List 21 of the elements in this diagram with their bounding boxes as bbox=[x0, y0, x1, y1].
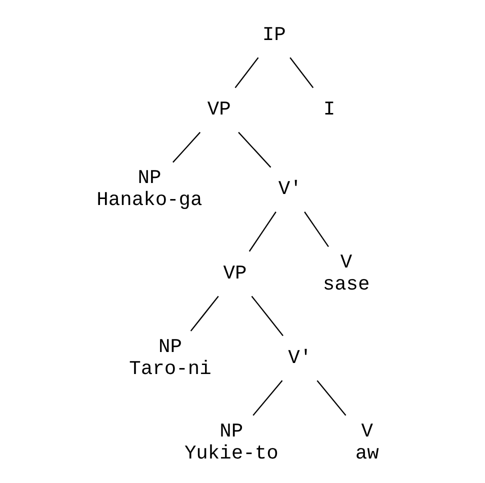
connector bbox=[248, 212, 276, 252]
connector bbox=[304, 212, 328, 248]
node-text: IP bbox=[262, 24, 286, 46]
node-text: NP Taro-ni bbox=[128, 336, 211, 380]
node-text: VP bbox=[222, 262, 246, 285]
node-text: NP Hanako-ga bbox=[96, 167, 202, 212]
connector bbox=[234, 57, 258, 88]
node-text: VP bbox=[206, 98, 230, 121]
node-text: I bbox=[322, 98, 335, 121]
node-text: V aw bbox=[354, 420, 378, 464]
node-text: NP Yukie-to bbox=[184, 420, 278, 464]
connector bbox=[172, 132, 200, 163]
connector bbox=[316, 380, 346, 416]
node-text: V sase bbox=[322, 252, 370, 296]
node-text: V' bbox=[288, 346, 312, 369]
connector bbox=[238, 132, 271, 168]
connector bbox=[250, 296, 283, 336]
connector bbox=[252, 380, 282, 416]
node-text: V' bbox=[278, 178, 302, 200]
connector bbox=[190, 296, 218, 332]
connector bbox=[289, 57, 314, 88]
